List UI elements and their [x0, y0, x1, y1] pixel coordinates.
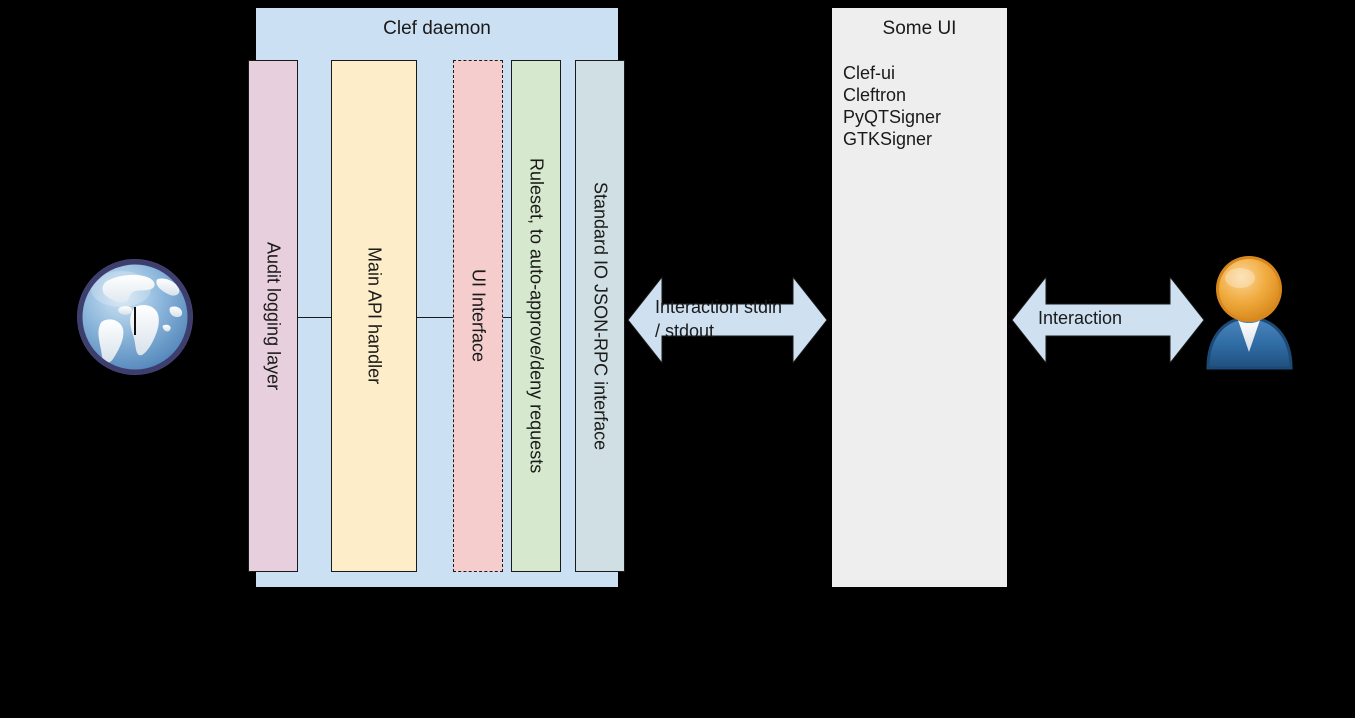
some-ui-title: Some UI — [882, 18, 957, 39]
box-audit-logging-layer-label: Audit logging layer — [263, 241, 284, 391]
connector-line-audit-api — [297, 317, 332, 318]
connector-line-ui-ruleset — [502, 317, 512, 318]
connector-line-api-ui — [416, 317, 454, 318]
some-ui-list: Clef-ui Cleftron PyQTSigner GTKSigner — [843, 62, 1003, 150]
box-standard-io-json-rpc-interface-label: Standard IO JSON-RPC interface — [590, 181, 611, 451]
some-ui-panel — [832, 8, 1007, 587]
box-ui-interface-label: UI Interface — [468, 269, 489, 363]
box-main-api-handler-label: Main API handler — [364, 247, 385, 385]
arrow-daemon-to-some-ui-label: Interaction stdin / stdout — [655, 295, 782, 343]
clef-daemon-title: Clef daemon — [383, 18, 491, 39]
box-ruleset[interactable]: Ruleset, to auto-approve/deny requests — [511, 60, 561, 572]
arrow-some-ui-to-user — [1012, 277, 1204, 363]
box-main-api-handler[interactable]: Main API handler — [331, 60, 417, 572]
arrow-daemon-label-line2: / stdout — [655, 321, 715, 341]
box-standard-io-json-rpc-interface[interactable]: Standard IO JSON-RPC interface — [575, 60, 625, 572]
box-ui-interface[interactable]: UI Interface — [453, 60, 503, 572]
arrow-daemon-label-line1: Interaction stdin — [655, 297, 783, 317]
list-item: Clef-ui — [843, 63, 896, 83]
clef-daemon-container — [256, 8, 618, 587]
globe-icon — [73, 255, 198, 380]
user-icon — [1202, 252, 1297, 370]
list-item: Cleftron — [843, 85, 907, 105]
box-ruleset-label: Ruleset, to auto-approve/deny requests — [526, 158, 547, 474]
box-audit-logging-layer[interactable]: Audit logging layer — [248, 60, 298, 572]
arrow-some-ui-to-user-label: Interaction — [1038, 308, 1123, 328]
list-item: PyQTSigner — [843, 107, 942, 127]
list-item: GTKSigner — [843, 129, 933, 149]
arrow-daemon-to-some-ui — [628, 277, 827, 363]
